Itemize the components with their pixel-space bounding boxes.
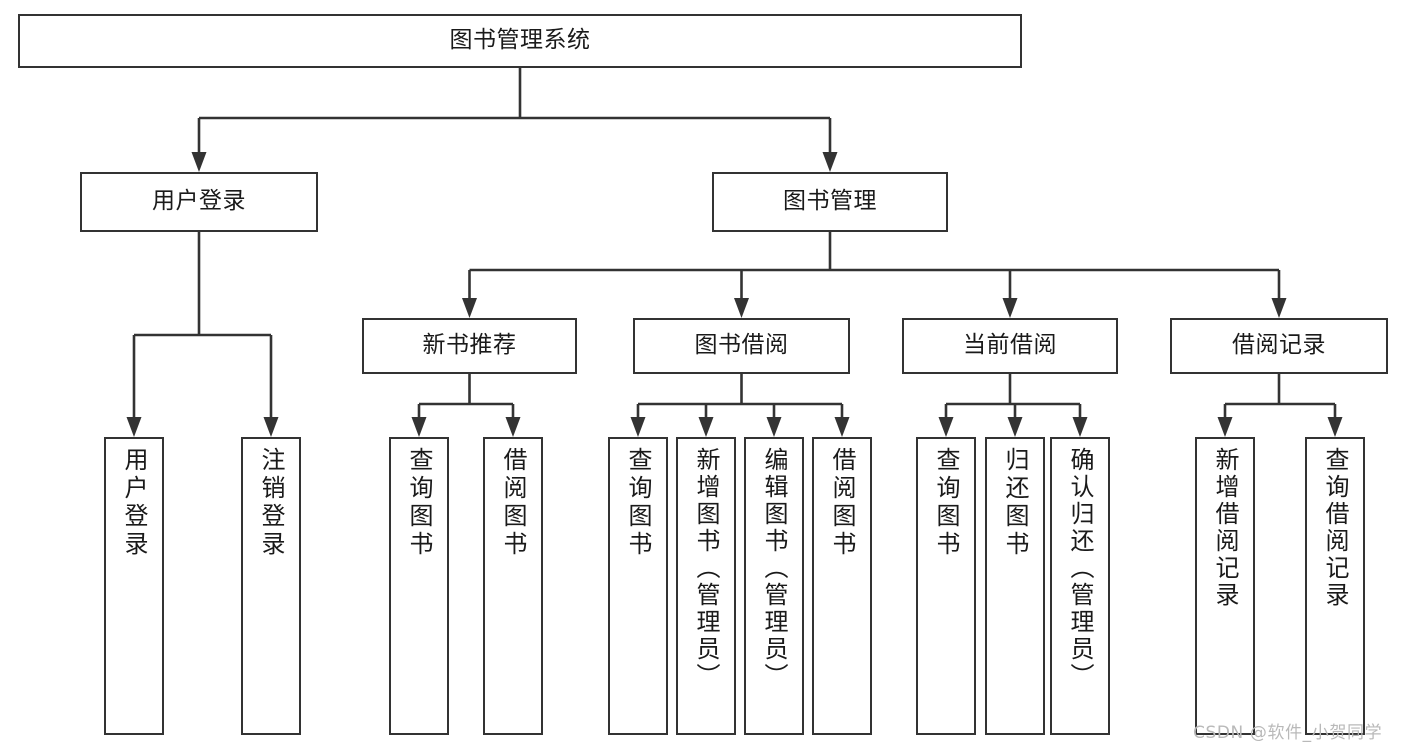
node-label: 注销登录 <box>257 447 285 559</box>
node-label: 新增图书（管理员） <box>692 447 720 690</box>
node-label: 图书管理 <box>783 188 877 215</box>
node-l-return[interactable]: 归还图书 <box>985 437 1045 735</box>
node-root[interactable]: 图书管理系统 <box>18 14 1022 68</box>
node-label: 新增借阅记录 <box>1211 447 1239 609</box>
node-borrow[interactable]: 图书借阅 <box>633 318 850 374</box>
node-l-b2[interactable]: 借阅图书 <box>812 437 872 735</box>
node-l-confirm[interactable]: 确认归还（管理员） <box>1050 437 1110 735</box>
node-label: 归还图书 <box>1001 447 1029 559</box>
node-label: 借阅图书 <box>828 447 856 559</box>
node-label: 当前借阅 <box>963 332 1057 359</box>
node-l-login[interactable]: 用户登录 <box>104 437 164 735</box>
node-l-q2[interactable]: 查询图书 <box>608 437 668 735</box>
node-new-rec[interactable]: 新书推荐 <box>362 318 577 374</box>
node-label: 编辑图书（管理员） <box>760 447 788 690</box>
node-label: 借阅记录 <box>1232 332 1326 359</box>
node-book-mgmt[interactable]: 图书管理 <box>712 172 948 232</box>
node-l-add[interactable]: 新增图书（管理员） <box>676 437 736 735</box>
node-label: 用户登录 <box>120 447 148 559</box>
node-l-b1[interactable]: 借阅图书 <box>483 437 543 735</box>
node-current[interactable]: 当前借阅 <box>902 318 1118 374</box>
node-user-login[interactable]: 用户登录 <box>80 172 318 232</box>
node-label: 查询图书 <box>624 447 652 559</box>
node-label: 查询图书 <box>405 447 433 559</box>
node-l-q1[interactable]: 查询图书 <box>389 437 449 735</box>
node-l-q3[interactable]: 查询图书 <box>916 437 976 735</box>
node-label: 确认归还（管理员） <box>1066 447 1094 690</box>
node-label: 用户登录 <box>152 188 246 215</box>
node-l-logout[interactable]: 注销登录 <box>241 437 301 735</box>
node-l-addrec[interactable]: 新增借阅记录 <box>1195 437 1255 735</box>
node-label: 图书借阅 <box>694 332 789 359</box>
node-record[interactable]: 借阅记录 <box>1170 318 1388 374</box>
node-label: 图书管理系统 <box>449 27 591 54</box>
node-label: 借阅图书 <box>499 447 527 559</box>
node-l-qrec[interactable]: 查询借阅记录 <box>1305 437 1365 735</box>
node-l-edit[interactable]: 编辑图书（管理员） <box>744 437 804 735</box>
node-label: 查询借阅记录 <box>1321 447 1349 609</box>
node-label: 查询图书 <box>932 447 960 559</box>
node-label: 新书推荐 <box>422 332 517 359</box>
